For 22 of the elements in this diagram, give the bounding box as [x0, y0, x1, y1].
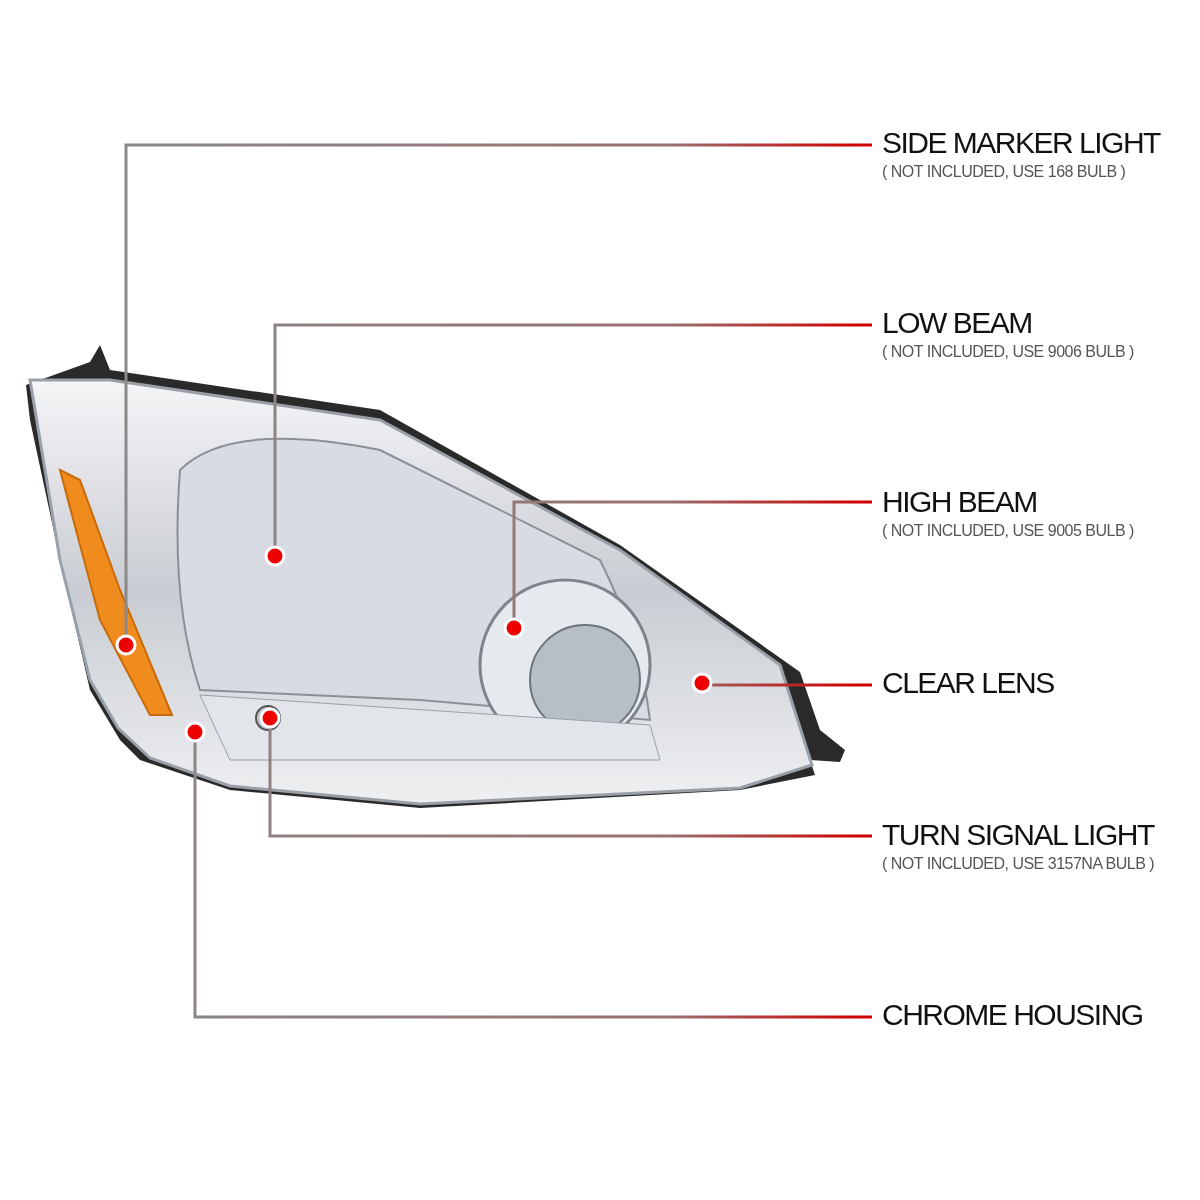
leader-line — [512, 500, 872, 619]
leader-line — [124, 143, 872, 636]
callout-title: SIDE MARKER LIGHT — [882, 125, 1160, 161]
callout-title: TURN SIGNAL LIGHT — [882, 817, 1155, 853]
callout-note: ( NOT INCLUDED, USE 168 BULB ) — [882, 162, 1127, 182]
callout-dot — [115, 634, 137, 656]
leader-line — [711, 683, 872, 687]
callout-title: HIGH BEAM — [882, 484, 1038, 520]
callout-note: ( NOT INCLUDED, USE 9006 BULB ) — [882, 342, 1134, 362]
callout-dot — [503, 617, 525, 639]
leader-line — [268, 727, 872, 838]
callout-dot — [264, 545, 286, 567]
callout-title: CLEAR LENS — [882, 665, 1054, 701]
callout-note: ( NOT INCLUDED, USE 3157NA BULB ) — [882, 854, 1155, 874]
callout-note: ( NOT INCLUDED, USE 9005 BULB ) — [882, 521, 1134, 541]
callout-dot — [691, 672, 713, 694]
leader-line — [273, 323, 872, 547]
callout-title: CHROME HOUSING — [882, 997, 1143, 1033]
callout-dot — [184, 721, 206, 743]
callout-title: LOW BEAM — [882, 305, 1033, 341]
leader-line — [193, 741, 872, 1019]
callout-dot — [259, 707, 281, 729]
